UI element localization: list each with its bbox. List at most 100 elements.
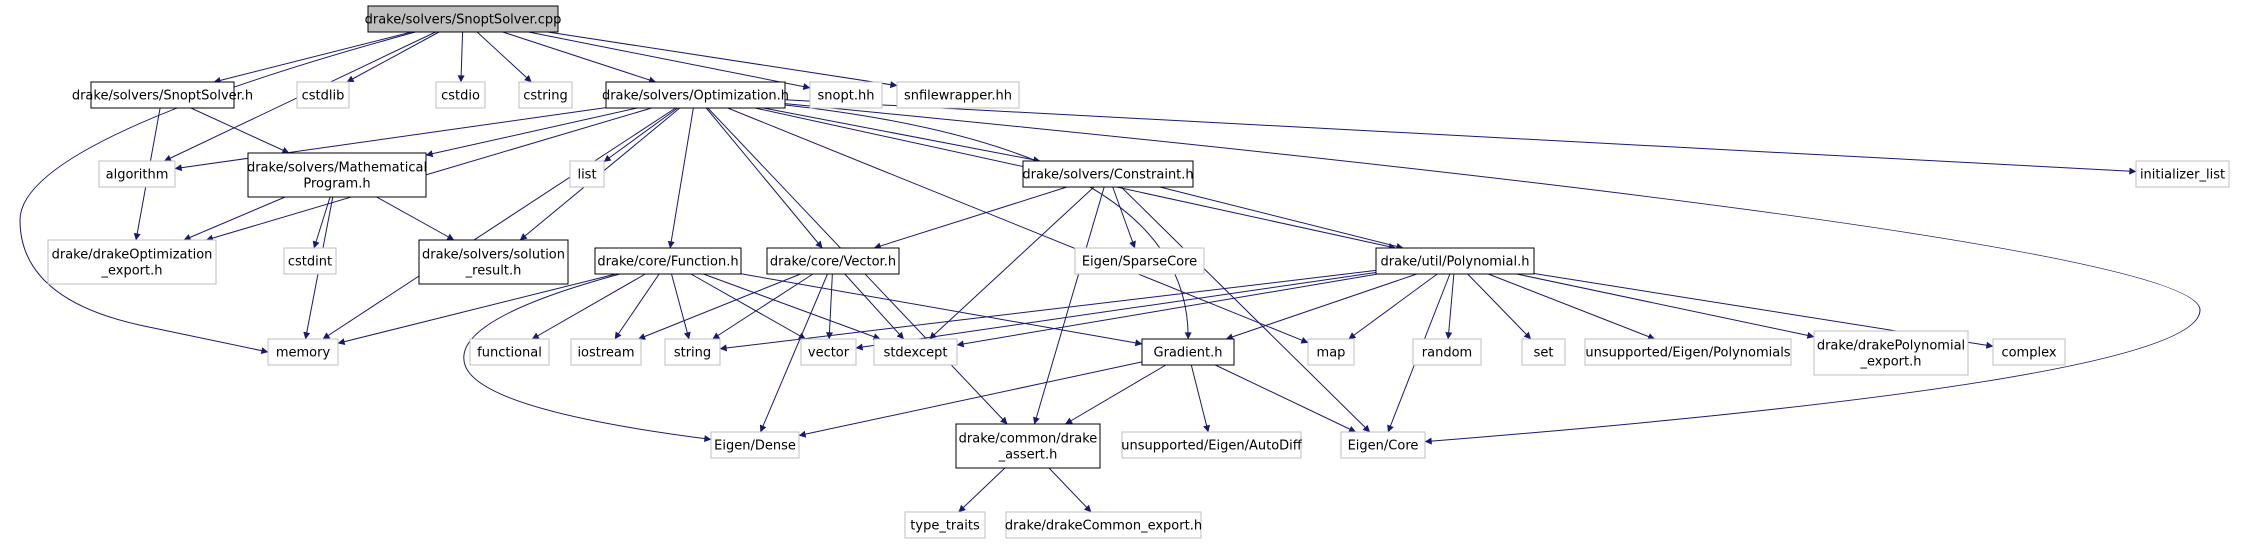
edge-function_h-to-vector — [690, 273, 806, 340]
node-label: list — [577, 168, 596, 183]
node-box — [594, 247, 742, 275]
node-box — [1121, 431, 1302, 459]
node-snoptsolver-cpp[interactable]: drake/solvers/SnoptSolver.cpp — [365, 5, 562, 33]
node-label: snopt.hh — [818, 89, 875, 104]
node-box — [47, 239, 217, 285]
node-eigen-core: Eigen/Core — [1340, 431, 1426, 459]
node-unsupported-polynomials: unsupported/Eigen/Polynomials — [1584, 338, 1792, 366]
node-label: drake/solvers/Constraint.h — [1022, 168, 1193, 183]
edge-snoptsolver_h-to-math_program_h — [190, 107, 290, 154]
node-polynomial-h[interactable]: drake/util/Polynomial.h — [1375, 247, 1535, 275]
edge-optimization_h-to-vector_h — [705, 107, 823, 249]
node-label: Program.h — [303, 177, 370, 192]
node-box — [1521, 338, 1566, 366]
node-label: drake/core/Vector.h — [770, 255, 896, 270]
edge-constraint_h-to-drake_assert_h — [1032, 186, 1105, 425]
node-box — [98, 160, 176, 188]
node-label: drake/core/Function.h — [597, 255, 738, 270]
node-box — [1375, 247, 1535, 275]
node-box — [570, 338, 642, 366]
node-eigen-dense: Eigen/Dense — [710, 431, 800, 459]
node-autodiff: unsupported/Eigen/AutoDiff — [1121, 431, 1303, 459]
node-box — [1584, 338, 1792, 366]
node-label: map — [1317, 346, 1346, 361]
node-box — [800, 338, 857, 366]
node-box — [605, 81, 786, 109]
node-box — [1022, 160, 1194, 188]
node-box — [873, 338, 958, 366]
node-box — [296, 81, 350, 109]
node-label: drake/drakeCommon_export.h — [1005, 519, 1202, 534]
node-label: cstdlib — [302, 89, 345, 104]
node-solution-result-h[interactable]: drake/solvers/solution_result.h — [418, 239, 569, 285]
node-constraint-h[interactable]: drake/solvers/Constraint.h — [1022, 160, 1194, 188]
node-label: memory — [276, 346, 331, 361]
node-memory: memory — [267, 338, 339, 366]
edge-math_program_h-to-solution_result_h — [376, 196, 455, 241]
node-cstring: cstring — [518, 81, 573, 109]
edge-optimization_h-to-initializer_list — [784, 99, 2137, 175]
edge-function_h-to-memory — [337, 273, 616, 346]
node-box — [2135, 160, 2230, 188]
node-label: set — [1534, 346, 1554, 361]
node-label: random — [1422, 346, 1472, 361]
node-label: Eigen/Dense — [714, 439, 796, 454]
node-label: stdexcept — [884, 346, 948, 361]
edge-polynomial_h-to-string — [719, 269, 1377, 352]
edge-drake_assert_h-to-drake_common_export_h — [1048, 467, 1092, 513]
edge-vector_h-to-eigen_dense — [759, 273, 828, 433]
edge-vector_h-to-string — [712, 273, 814, 340]
node-label: Gradient.h — [1154, 346, 1223, 361]
node-map: map — [1307, 338, 1355, 366]
edge-gradient_h-to-eigen_core — [1215, 364, 1357, 433]
node-label: unsupported/Eigen/Polynomials — [1585, 346, 1790, 361]
edge-optimization_h-to-gradient_h — [784, 104, 1192, 340]
node-type-traits: type_traits — [904, 511, 986, 539]
node-snfilewrapper-hh: snfilewrapper.hh — [896, 81, 1020, 109]
node-optimization-h[interactable]: drake/solvers/Optimization.h — [602, 81, 789, 109]
node-box — [664, 338, 721, 366]
edge-optimization_h-to-drake_opt_export_h — [205, 107, 652, 242]
edge-polynomial_h-to-unsupported_polynomials — [1488, 273, 1656, 340]
node-drake-assert-h[interactable]: drake/common/drake_assert.h — [955, 423, 1101, 469]
node-label: drake/solvers/Optimization.h — [602, 89, 789, 104]
edge-function_h-to-stdexcept — [703, 273, 881, 340]
edge-constraint_h-to-eigen_core — [1120, 186, 1371, 433]
edge-optimization_h-to-function_h — [667, 107, 694, 249]
node-box — [1412, 338, 1482, 366]
node-label: drake/drakeOptimization — [52, 248, 213, 263]
node-box — [1141, 338, 1235, 366]
edge-constraint_h-to-sparsecore — [1112, 186, 1136, 249]
node-vector-h[interactable]: drake/core/Vector.h — [766, 247, 900, 275]
node-label: string — [674, 346, 711, 361]
edge-gradient_h-to-eigen_dense — [798, 361, 1143, 438]
node-box — [1074, 247, 1205, 275]
node-box — [267, 338, 339, 366]
edge-function_h-to-functional — [531, 273, 646, 340]
node-function-h[interactable]: drake/core/Function.h — [594, 247, 742, 275]
node-box — [1340, 431, 1426, 459]
node-label: complex — [2001, 346, 2056, 361]
edge-optimization_h-to-math_program_h — [425, 107, 638, 158]
edge-polynomial_h-to-stdexcept — [956, 273, 1379, 348]
node-set: set — [1521, 338, 1566, 366]
node-algorithm: algorithm — [98, 160, 176, 188]
node-box — [469, 338, 550, 366]
node-label: cstring — [523, 89, 567, 104]
node-snoptsolver-h[interactable]: drake/solvers/SnoptSolver.h — [72, 81, 253, 109]
node-box — [1992, 338, 2066, 366]
edge-function_h-to-gradient_h — [740, 273, 1143, 347]
edge-math_program_h-to-drake_opt_export_h — [183, 196, 286, 241]
node-label: type_traits — [910, 519, 980, 534]
edge-constraint_h-to-vector_h — [873, 186, 1068, 250]
node-box — [896, 81, 1020, 109]
edge-optimization_h-to-map — [727, 107, 1309, 344]
edge-snoptsolver_cpp-to-optimization_h — [502, 31, 657, 84]
node-string: string — [664, 338, 721, 366]
node-gradient-h[interactable]: Gradient.h — [1141, 338, 1235, 366]
node-label: cstdio — [441, 89, 480, 104]
edge-snoptsolver_cpp-to-cstring — [476, 31, 532, 83]
edge-polynomial_h-to-drake_poly_export_h — [1516, 273, 1815, 339]
edge-snoptsolver_cpp-to-snfilewrapper_hh — [547, 31, 898, 89]
